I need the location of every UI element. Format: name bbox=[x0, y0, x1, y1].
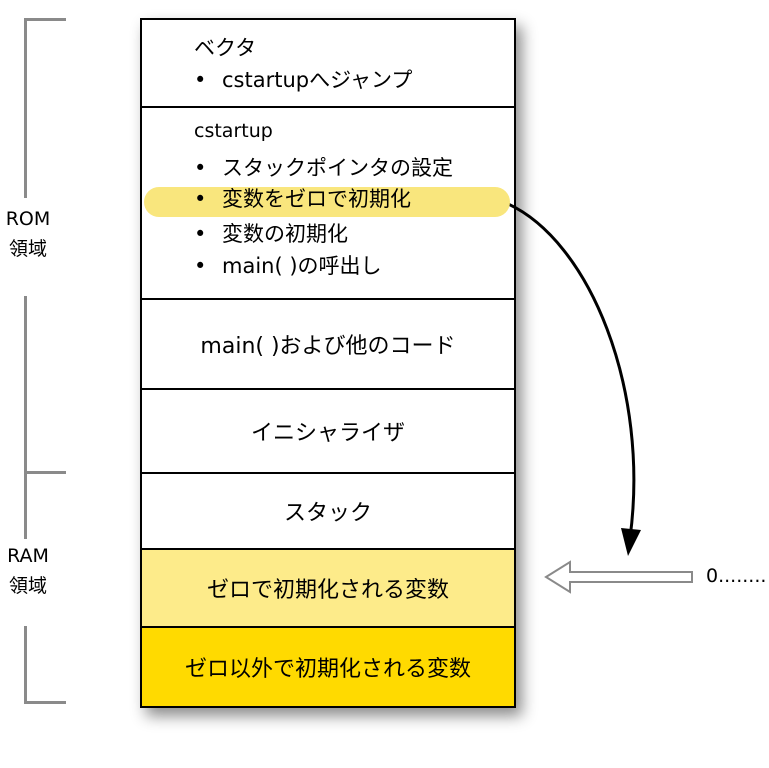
initializer-block: イニシャライザ bbox=[142, 390, 514, 474]
rom-bracket bbox=[24, 18, 27, 198]
bullet: • bbox=[194, 254, 207, 278]
bullet: • bbox=[194, 156, 207, 180]
ram-bracket-lower bbox=[24, 626, 27, 704]
highlight-pill bbox=[144, 187, 510, 217]
cstartup-item-text: main( )の呼出し bbox=[222, 254, 382, 278]
rom-label-line-2: 領域 bbox=[8, 238, 47, 260]
vector-item-text: cstartupへジャンプ bbox=[222, 68, 413, 92]
ram-bracket-bottom-tick bbox=[24, 701, 66, 704]
rom-bracket-lower bbox=[24, 296, 27, 474]
cstartup-item-4: • main( )の呼出し bbox=[194, 250, 382, 280]
rom-label-line-1: ROM bbox=[5, 208, 51, 230]
bullet: • bbox=[194, 222, 207, 246]
ram-bracket bbox=[24, 471, 27, 539]
initializer-label: イニシャライザ bbox=[250, 421, 405, 446]
cstartup-item-text: 変数の初期化 bbox=[222, 222, 348, 246]
zero-init-vars-label: ゼロで初期化される変数 bbox=[206, 578, 449, 603]
nonzero-init-vars-label: ゼロ以外で初期化される変数 bbox=[184, 657, 471, 682]
vector-block: ベクタ • cstartupへジャンプ bbox=[142, 20, 514, 108]
ram-label-line-1: RAM bbox=[7, 545, 49, 567]
zero-fill-label: 0........ bbox=[706, 565, 767, 587]
main-code-label: main( )および他のコード bbox=[200, 334, 456, 359]
memory-map: ベクタ • cstartupへジャンプ cstartup • スタックポインタの設定… bbox=[140, 18, 516, 708]
ram-label-line-2: 領域 bbox=[8, 575, 47, 597]
ram-region-label: RAM 領域 bbox=[0, 541, 56, 601]
curved-arrow bbox=[505, 201, 636, 539]
cstartup-item-1: • スタックポインタの設定 bbox=[194, 152, 453, 182]
highlighted-text-overlay: • 変数をゼロで初期化 bbox=[194, 183, 411, 213]
hollow-arrow bbox=[544, 560, 693, 594]
bullet: • bbox=[194, 187, 207, 211]
zero-init-vars-block: ゼロで初期化される変数 bbox=[142, 550, 514, 628]
stack-block: スタック bbox=[142, 474, 514, 550]
nonzero-init-vars-block: ゼロ以外で初期化される変数 bbox=[142, 628, 514, 706]
rom-bracket-top-tick bbox=[24, 18, 66, 21]
cstartup-item-text: スタックポインタの設定 bbox=[222, 156, 453, 180]
stack-label: スタック bbox=[283, 501, 372, 526]
cstartup-block: cstartup • スタックポインタの設定 • 変数をゼロで初期化 • 変数の初期化… bbox=[142, 108, 514, 300]
vector-item: • cstartupへジャンプ bbox=[194, 64, 412, 94]
curved-arrowhead bbox=[621, 528, 641, 556]
main-code-block: main( )および他のコード bbox=[142, 300, 514, 390]
cstartup-item-text: 変数をゼロで初期化 bbox=[222, 187, 411, 211]
bullet: • bbox=[194, 68, 207, 92]
rom-bracket-bottom-tick bbox=[24, 471, 66, 474]
cstartup-item-3: • 変数の初期化 bbox=[194, 218, 348, 248]
cstartup-title: cstartup bbox=[194, 120, 273, 142]
rom-region-label: ROM 領域 bbox=[0, 204, 56, 264]
vector-title: ベクタ bbox=[194, 36, 257, 60]
